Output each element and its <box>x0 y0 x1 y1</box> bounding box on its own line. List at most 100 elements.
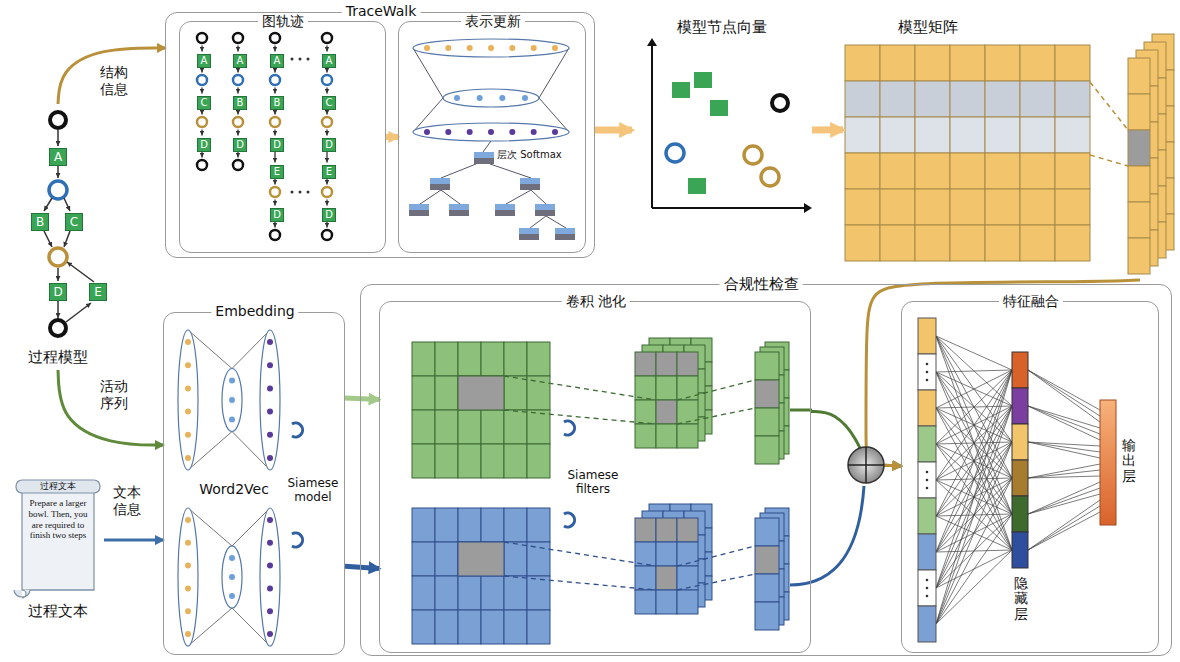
trace-arrow <box>201 88 202 94</box>
tree-box <box>495 210 515 216</box>
input-matrix <box>435 576 458 610</box>
activity-box: D <box>270 138 284 152</box>
trace-arrow <box>326 200 327 206</box>
fan-line <box>936 336 1012 442</box>
model-arc <box>64 198 70 211</box>
input-matrix <box>458 576 481 610</box>
node-label: C <box>198 97 210 109</box>
ellipsis-dot <box>291 58 294 61</box>
input-matrix <box>435 342 458 376</box>
activity-box: D <box>270 208 284 222</box>
place-circle <box>233 117 243 127</box>
ellipsis-dot <box>299 191 302 194</box>
model-arc <box>44 198 52 211</box>
node-label: A <box>271 55 283 67</box>
matrix-cell <box>950 81 985 117</box>
figure-group: 模型节点向量 <box>632 18 812 216</box>
fan-line <box>936 442 1012 624</box>
input-matrix <box>527 410 550 444</box>
flow-arrow <box>386 134 398 140</box>
fan-line <box>1028 482 1100 514</box>
feature-map <box>635 542 656 566</box>
fan-line <box>936 370 1012 372</box>
feature-map <box>677 376 698 400</box>
neuron-dot <box>267 585 273 591</box>
place-circle <box>322 33 332 43</box>
fan-line <box>936 336 1012 514</box>
hidden-unit <box>1012 388 1028 424</box>
place-circle <box>270 33 280 43</box>
node-label: A <box>198 55 210 67</box>
input-matrix <box>481 444 504 478</box>
matrix-cell <box>1055 189 1090 225</box>
scroll-body <box>22 492 94 590</box>
node-vector <box>672 82 690 98</box>
activity-box: C <box>322 96 336 110</box>
node-label: C <box>323 97 335 109</box>
input-matrix <box>435 508 458 542</box>
node-label: B <box>32 214 48 230</box>
input-matrix <box>527 444 550 478</box>
fan-line <box>1028 442 1100 452</box>
ellipsis-dot <box>926 379 929 382</box>
neuron-dot <box>477 95 483 101</box>
annotation-label: 层次 Softmax <box>497 149 562 161</box>
activity-box: D <box>322 208 336 222</box>
axis-line <box>652 42 808 208</box>
activity-box: E <box>89 283 107 301</box>
matrix-cell <box>845 153 880 189</box>
hidden-unit <box>1012 424 1028 460</box>
fan-line <box>1028 494 1100 514</box>
feature-map <box>755 352 779 380</box>
siamese-bracket <box>292 423 303 437</box>
neuron-dot <box>185 385 191 391</box>
node-label: D <box>234 139 246 151</box>
panel-title: 特征融合 <box>999 293 1063 310</box>
ellipsis-dot <box>926 587 929 590</box>
place-circle <box>197 160 207 170</box>
trace-arrow <box>326 88 327 94</box>
trace-arrow <box>237 88 238 94</box>
pool-link <box>790 486 864 585</box>
fan-line <box>936 406 1012 624</box>
input-matrix <box>412 508 435 542</box>
output-bar <box>1100 400 1116 525</box>
fan-line <box>936 336 1012 370</box>
feature-map <box>656 518 677 542</box>
neuron-dot <box>185 339 191 345</box>
matrix-slice <box>1128 238 1150 274</box>
layer-ellipse <box>178 330 198 470</box>
tree-box <box>535 204 555 210</box>
matrix-cell <box>1020 153 1055 189</box>
input-matrix <box>435 410 458 444</box>
input-vector-cell <box>918 318 936 354</box>
neuron-dot <box>185 631 191 637</box>
ellipsis-dot <box>926 579 929 582</box>
figure-group: 隐藏层 <box>1010 354 1034 650</box>
neuron-dot <box>185 540 191 546</box>
trace-arrow <box>274 46 275 52</box>
fan-line <box>936 478 1012 624</box>
input-matrix <box>504 576 527 610</box>
input-matrix <box>458 342 481 376</box>
ellipsis-dot <box>299 58 302 61</box>
feature-map <box>755 574 779 602</box>
tree-box <box>535 210 555 216</box>
layer-ellipse <box>222 546 242 608</box>
neuron-dot <box>229 378 235 384</box>
trace-arrow <box>237 46 238 52</box>
figure-group: 输出层 <box>1100 400 1146 530</box>
flow-arrow <box>595 127 632 134</box>
neuron-dot <box>185 409 191 415</box>
neuron-dot <box>267 409 273 415</box>
matrix-cell <box>985 81 1020 117</box>
panel: 卷积 池化隐藏层输出层特征融合合规性检查 <box>360 284 1172 656</box>
input-matrix <box>481 410 504 444</box>
sum-symbol <box>848 447 884 483</box>
neuron-dot <box>267 608 273 614</box>
node-label: 过程文本 <box>40 481 76 492</box>
place-circle <box>270 230 280 240</box>
layer-ellipse <box>413 123 569 141</box>
neuron-dot <box>488 45 494 51</box>
